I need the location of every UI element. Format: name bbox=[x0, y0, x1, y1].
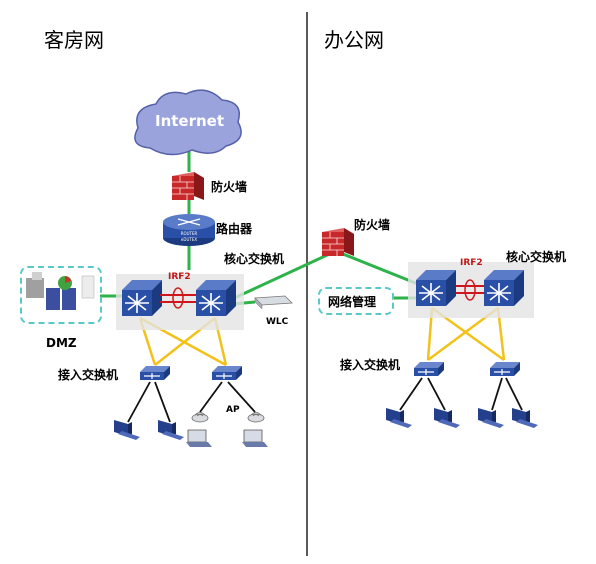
irf-link-right bbox=[456, 279, 484, 301]
switch-icon bbox=[121, 279, 163, 317]
switch-icon bbox=[211, 365, 243, 381]
firewall-icon bbox=[322, 228, 354, 256]
access-switch-right-label: 接入交换机 bbox=[340, 358, 401, 372]
switch-icon bbox=[483, 269, 525, 307]
right-access-edge-links bbox=[399, 377, 523, 411]
internet-label: Internet bbox=[155, 112, 225, 130]
router-badge-bottom: eDUTEX bbox=[181, 237, 197, 242]
dmz-zone-box bbox=[20, 266, 102, 324]
switch-icon bbox=[413, 361, 445, 377]
access-point-icon bbox=[247, 412, 265, 423]
firewall-left-label: 防火墙 bbox=[211, 180, 248, 194]
switch-icon bbox=[489, 361, 521, 377]
ap-label: AP bbox=[226, 405, 240, 415]
switch-icon bbox=[195, 279, 237, 317]
computer-icon bbox=[478, 408, 504, 428]
computer-icon bbox=[434, 408, 460, 428]
wireless-controller-icon bbox=[254, 295, 293, 310]
computer-icon bbox=[386, 408, 412, 428]
router-icon: ROUTER eDUTEX bbox=[163, 214, 215, 246]
section-title-guest-network: 客房网 bbox=[44, 28, 104, 52]
laptop-icon bbox=[185, 429, 213, 448]
irf-left-label: IRF2 bbox=[168, 272, 191, 282]
access-point-icon bbox=[191, 412, 209, 423]
computer-icon bbox=[114, 420, 140, 440]
core-switch-right-label: 核心交换机 bbox=[506, 250, 567, 264]
section-title-office-network: 办公网 bbox=[324, 28, 384, 52]
link-core-firewall-mid bbox=[229, 248, 339, 302]
firewall-icon bbox=[172, 172, 204, 200]
switch-icon bbox=[139, 365, 171, 381]
server-rack-icon bbox=[26, 272, 95, 310]
network-management-box bbox=[318, 287, 394, 315]
network-management-label: 网络管理 bbox=[328, 295, 377, 309]
cloud-icon bbox=[134, 89, 242, 156]
access-switch-left-label: 接入交换机 bbox=[58, 368, 119, 382]
core-switch-left-label: 核心交换机 bbox=[224, 252, 285, 266]
computer-icon bbox=[158, 420, 184, 440]
link-firewall-mid-core-right bbox=[337, 250, 419, 286]
firewall-mid-label: 防火墙 bbox=[354, 218, 391, 232]
wlc-label: WLC bbox=[266, 317, 289, 327]
switch-icon bbox=[415, 269, 457, 307]
router-label: 路由器 bbox=[216, 222, 253, 236]
laptop-icon bbox=[241, 429, 269, 448]
router-badge-top: ROUTER bbox=[181, 231, 198, 236]
irf-right-label: IRF2 bbox=[460, 258, 483, 268]
dmz-label: DMZ bbox=[46, 336, 77, 350]
computer-icon bbox=[512, 408, 538, 428]
left-access-edge-links bbox=[127, 381, 256, 423]
irf-link-left bbox=[160, 287, 196, 309]
